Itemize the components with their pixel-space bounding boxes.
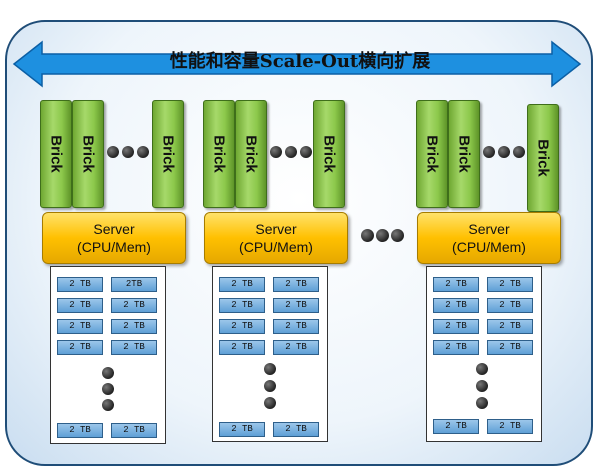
disk: 2 TB [57, 340, 103, 355]
ellipsis-dot [102, 367, 114, 379]
ellipsis-dot [476, 363, 488, 375]
brick: Brick [152, 100, 184, 208]
disk: 2 TB [487, 340, 533, 355]
server-box: Server (CPU/Mem) [417, 212, 561, 264]
server-label: Server [255, 221, 297, 237]
disk: 2 TB [219, 298, 265, 313]
ellipsis-dot [361, 229, 374, 242]
disk: 2 TB [273, 319, 319, 334]
brick: Brick [235, 100, 267, 208]
disk: 2 TB [433, 298, 479, 313]
disk: 2 TB [111, 423, 157, 438]
disk: 2 TB [273, 340, 319, 355]
disk: 2 TB [219, 340, 265, 355]
disk: 2 TB [433, 319, 479, 334]
ellipsis-dot [391, 229, 404, 242]
ellipsis-dot [264, 397, 276, 409]
ellipsis-dot [483, 146, 495, 158]
server-sublabel: (CPU/Mem) [77, 239, 151, 255]
disk-rack: 2 TB 2 TB 2 TB 2 TB 2 TB 2 TB 2 TB 2 TB … [426, 266, 542, 442]
brick: Brick [40, 100, 72, 208]
brick: Brick [313, 100, 345, 208]
ellipsis-dot [476, 397, 488, 409]
server-box: Server (CPU/Mem) [204, 212, 348, 264]
disk: 2 TB [273, 277, 319, 292]
disk: 2 TB [433, 340, 479, 355]
brick: Brick [203, 100, 235, 208]
disk: 2 TB [57, 423, 103, 438]
disk: 2 TB [111, 319, 157, 334]
diagram-title: 性能和容量Scale-Out横向扩展 [169, 51, 431, 72]
ellipsis-dot [264, 380, 276, 392]
ellipsis-dot [102, 383, 114, 395]
disk: 2 TB [433, 419, 479, 434]
ellipsis-dot [102, 399, 114, 411]
brick: Brick [416, 100, 448, 208]
ellipsis-dot [107, 146, 119, 158]
ellipsis-dot [498, 146, 510, 158]
ellipsis-dot [513, 146, 525, 158]
disk: 2TB [111, 277, 157, 292]
disk: 2 TB [219, 422, 265, 437]
disk-rack: 2 TB 2 TB 2 TB 2 TB 2 TB 2 TB 2 TB 2 TB … [212, 266, 328, 442]
disk: 2 TB [487, 298, 533, 313]
disk: 2 TB [433, 277, 479, 292]
brick: Brick [448, 100, 480, 208]
ellipsis-dot [137, 146, 149, 158]
disk: 2 TB [219, 319, 265, 334]
server-label: Server [93, 221, 135, 237]
disk: 2 TB [487, 319, 533, 334]
disk: 2 TB [57, 298, 103, 313]
ellipsis-dot [122, 146, 134, 158]
disk: 2 TB [111, 340, 157, 355]
disk: 2 TB [57, 319, 103, 334]
brick: Brick [72, 100, 104, 208]
brick: Brick [527, 104, 559, 212]
server-label: Server [468, 221, 510, 237]
server-sublabel: (CPU/Mem) [239, 239, 313, 255]
server-sublabel: (CPU/Mem) [452, 239, 526, 255]
disk: 2 TB [111, 298, 157, 313]
disk: 2 TB [273, 422, 319, 437]
ellipsis-dot [300, 146, 312, 158]
disk: 2 TB [57, 277, 103, 292]
disk-rack: 2 TB 2TB 2 TB 2 TB 2 TB 2 TB 2 TB 2 TB 2… [50, 266, 166, 444]
ellipsis-dot [476, 380, 488, 392]
ellipsis-dot [285, 146, 297, 158]
disk: 2 TB [219, 277, 265, 292]
disk: 2 TB [273, 298, 319, 313]
disk: 2 TB [487, 277, 533, 292]
ellipsis-dot [264, 363, 276, 375]
server-box: Server (CPU/Mem) [42, 212, 186, 264]
ellipsis-dot [376, 229, 389, 242]
ellipsis-dot [270, 146, 282, 158]
disk: 2 TB [487, 419, 533, 434]
